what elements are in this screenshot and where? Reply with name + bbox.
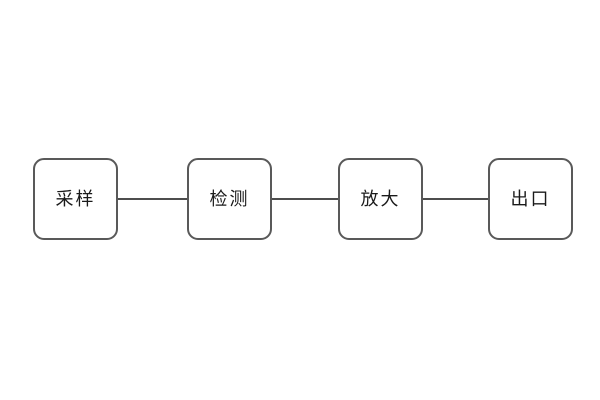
- connector-amplification-outlet: [421, 198, 490, 200]
- node-label-sampling: 采样: [55, 189, 96, 209]
- node-label-detection: 检测: [209, 189, 250, 209]
- flowchart-node-outlet: 出口: [488, 158, 573, 240]
- connector-detection-amplification: [270, 198, 340, 200]
- node-label-outlet: 出口: [510, 189, 551, 209]
- node-label-amplification: 放大: [360, 189, 401, 209]
- flowchart-node-amplification: 放大: [338, 158, 423, 240]
- flowchart-node-detection: 检测: [187, 158, 272, 240]
- connector-sampling-detection: [116, 198, 189, 200]
- flowchart-node-sampling: 采样: [33, 158, 118, 240]
